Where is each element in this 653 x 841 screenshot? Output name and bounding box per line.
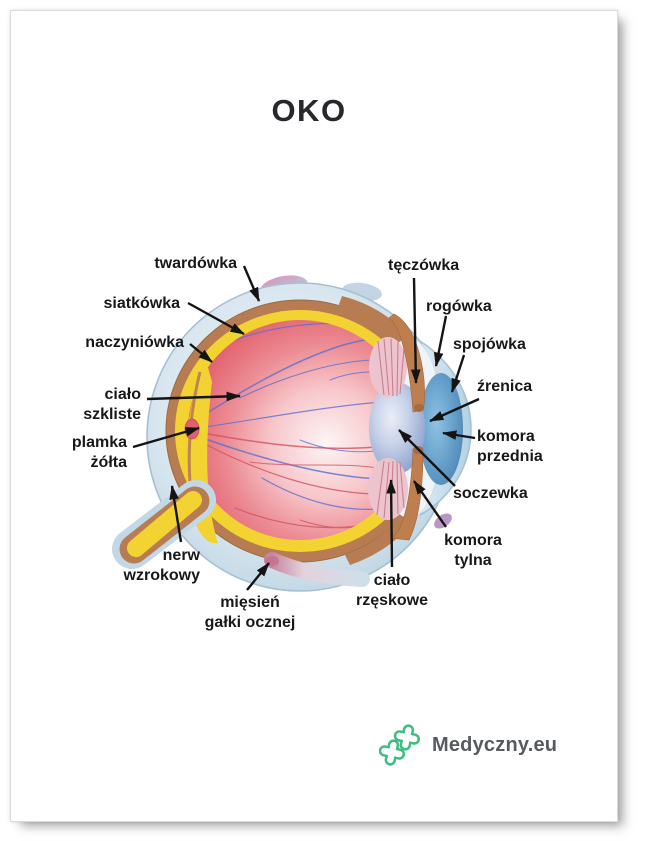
lens xyxy=(369,382,425,474)
label-zrenica: źrenica xyxy=(477,378,533,395)
label-rogowka: rogówka xyxy=(426,298,492,315)
label-komora-tylna: komora tylna xyxy=(444,532,502,569)
label-soczewka: soczewka xyxy=(453,485,528,502)
brand-logo-text: Medyczny.eu xyxy=(432,733,558,756)
conjunctiva-edge xyxy=(419,340,472,516)
label-naczyniowka: naczyniówka xyxy=(85,334,184,351)
label-miesien-galki-ocznej: mięsień gałki ocznej xyxy=(204,594,296,631)
ciliary-body-top xyxy=(369,337,407,397)
ciliary-body-bottom xyxy=(368,458,408,520)
optic-nerve xyxy=(112,480,216,569)
label-siatkowka: siatkówka xyxy=(103,295,180,312)
label-nerw-wzrokowy: nerw wzrokowy xyxy=(123,547,200,584)
label-twardowka: twardówka xyxy=(154,255,237,272)
label-plamka-zolta: plamka żółta xyxy=(71,434,127,471)
label-spojowka: spojówka xyxy=(453,336,526,353)
page-title: OKO xyxy=(271,93,347,128)
anterior-chamber xyxy=(419,373,463,485)
label-cialo-szkliste: ciało szkliste xyxy=(83,386,141,423)
label-teczowka: tęczówka xyxy=(388,257,460,274)
interlocked-crosses-icon xyxy=(379,724,421,766)
label-komora-przednia: komora przednia xyxy=(477,428,543,465)
brand-logo: Medyczny.eu xyxy=(379,722,557,768)
vitreous-body xyxy=(188,320,412,540)
pointer-arrows xyxy=(132,265,480,591)
label-cialo-rzeskowe: ciało rzęskowe xyxy=(355,572,429,609)
